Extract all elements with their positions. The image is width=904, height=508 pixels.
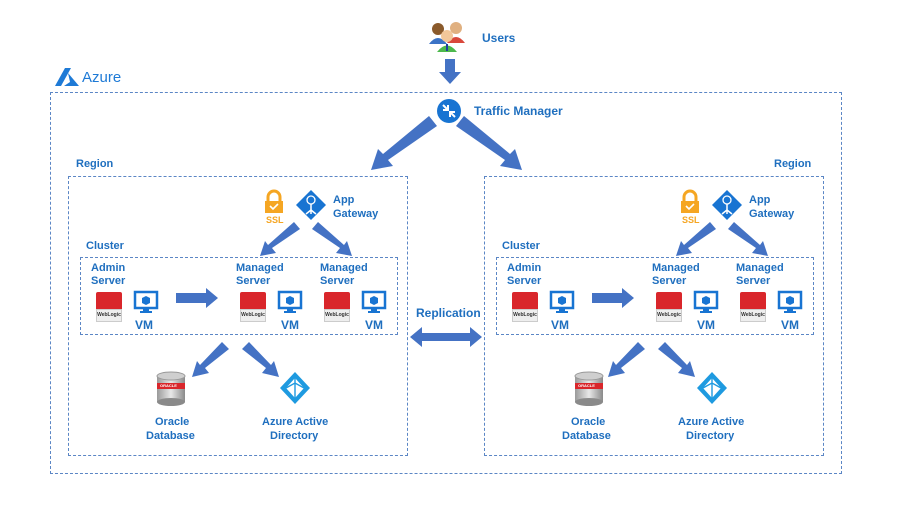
traffic-manager-icon <box>437 99 461 123</box>
traffic-manager-label: Traffic Manager <box>474 104 563 118</box>
cluster-right <box>496 257 814 335</box>
arrow-cluster-to-database-left <box>192 342 229 377</box>
app-gateway-label-line2: Gateway <box>333 208 379 220</box>
region-label-right: Region <box>774 158 812 170</box>
arrow-users-to-traffic-manager <box>439 59 461 84</box>
aad-label-line1: Azure Active <box>262 416 329 428</box>
arrow-traffic-to-region-left <box>371 116 437 170</box>
vm-label: VM <box>551 318 569 332</box>
weblogic-icon: WebLogic <box>656 292 682 322</box>
oracle-badge: ORACLE <box>160 383 177 388</box>
ssl-lock-icon <box>265 189 283 213</box>
weblogic-logo-text: WebLogic <box>324 309 350 322</box>
azure-logo-icon <box>55 68 79 86</box>
azure-container <box>50 92 842 474</box>
oracle-database-label-line2: Database <box>146 430 195 442</box>
cluster-left <box>80 257 398 335</box>
vm-icon <box>277 290 303 313</box>
ssl-label: SSL <box>682 215 700 225</box>
weblogic-icon: WebLogic <box>512 292 538 322</box>
admin-server-label-line2: Server <box>507 275 542 287</box>
vm-label: VM <box>781 318 799 332</box>
admin-server-label-line2: Server <box>91 275 126 287</box>
vm-icon <box>133 290 159 313</box>
azure-active-directory-icon <box>697 372 727 404</box>
vm-label: VM <box>697 318 715 332</box>
app-gateway-icon <box>296 190 326 220</box>
weblogic-logo-text: WebLogic <box>656 309 682 322</box>
vm-icon <box>777 290 803 313</box>
weblogic-logo-text: WebLogic <box>240 309 266 322</box>
region-label-left: Region <box>76 158 114 170</box>
managed-server-label-line2: Server <box>236 275 271 287</box>
oracle-database-label-line1: Oracle <box>155 416 190 428</box>
azure-label: Azure <box>82 69 122 86</box>
vm-label: VM <box>365 318 383 332</box>
admin-server-label-line1: Admin <box>91 262 126 274</box>
users-label: Users <box>482 31 516 45</box>
app-gateway-label-line1: App <box>749 194 771 206</box>
ssl-lock-icon <box>681 189 699 213</box>
managed-server-label-line2: Server <box>652 275 687 287</box>
replication-arrow <box>410 327 482 347</box>
aad-label-line2: Directory <box>270 430 319 442</box>
region-left <box>68 176 408 456</box>
arrow-gateway-to-managed-2-right <box>728 222 768 256</box>
weblogic-icon: WebLogic <box>740 292 766 322</box>
weblogic-logo-text: WebLogic <box>512 309 538 322</box>
app-gateway-label-line1: App <box>333 194 355 206</box>
weblogic-icon: WebLogic <box>240 292 266 322</box>
arrow-cluster-to-aad-left <box>242 342 279 377</box>
oracle-database-icon <box>574 371 604 406</box>
cluster-label-right: Cluster <box>502 240 540 252</box>
oracle-database-label-line1: Oracle <box>571 416 606 428</box>
vm-label: VM <box>281 318 299 332</box>
weblogic-icon: WebLogic <box>96 292 122 322</box>
azure-active-directory-icon <box>280 372 310 404</box>
vm-icon <box>693 290 719 313</box>
managed-server-label-line1: Managed <box>320 262 368 274</box>
arrow-gateway-to-managed-2-left <box>312 222 352 256</box>
app-gateway-label-line2: Gateway <box>749 208 795 220</box>
arrow-gateway-to-managed-1-left <box>260 222 300 256</box>
cluster-label-left: Cluster <box>86 240 124 252</box>
replication-label: Replication <box>416 306 481 320</box>
arrow-cluster-to-database-right <box>608 342 645 377</box>
managed-server-label-line1: Managed <box>652 262 700 274</box>
managed-server-label-line1: Managed <box>736 262 784 274</box>
weblogic-icon: WebLogic <box>324 292 350 322</box>
oracle-database-label-line2: Database <box>562 430 611 442</box>
vm-icon <box>549 290 575 313</box>
oracle-database-icon <box>156 371 186 406</box>
vm-label: VM <box>135 318 153 332</box>
ssl-label: SSL <box>266 215 284 225</box>
vm-icon <box>361 290 387 313</box>
arrow-traffic-to-region-right <box>456 116 522 170</box>
aad-label-line1: Azure Active <box>678 416 745 428</box>
aad-label-line2: Directory <box>686 430 735 442</box>
admin-server-label-line1: Admin <box>507 262 542 274</box>
arrow-admin-to-managed-right <box>592 288 634 308</box>
weblogic-logo-text: WebLogic <box>96 309 122 322</box>
arrow-gateway-to-managed-1-right <box>676 222 716 256</box>
oracle-badge: ORACLE <box>578 383 595 388</box>
managed-server-label-line2: Server <box>736 275 771 287</box>
region-right <box>484 176 824 456</box>
managed-server-label-line2: Server <box>320 275 355 287</box>
arrow-admin-to-managed-left <box>176 288 218 308</box>
users-icon <box>429 22 465 52</box>
arrow-cluster-to-aad-right <box>658 342 695 377</box>
managed-server-label-line1: Managed <box>236 262 284 274</box>
app-gateway-icon <box>712 190 742 220</box>
weblogic-logo-text: WebLogic <box>740 309 766 322</box>
